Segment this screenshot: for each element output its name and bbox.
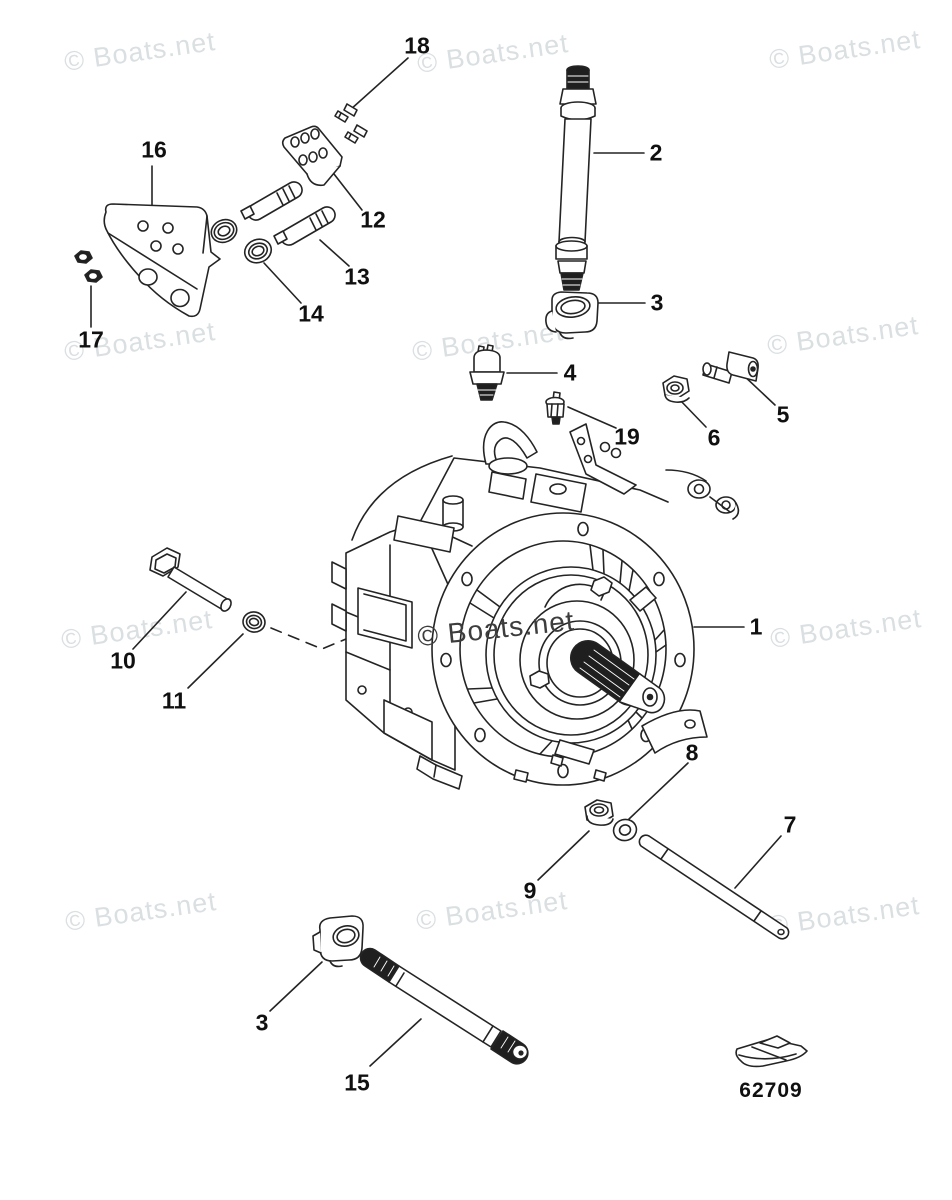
leader-15 [369, 1018, 422, 1067]
leader-8 [628, 762, 689, 820]
leader-6 [678, 398, 707, 428]
callout-2: 2 [649, 139, 663, 166]
callout-14: 14 [298, 300, 324, 327]
part-18-screws [334, 103, 368, 144]
callout-4: 4 [563, 359, 577, 386]
callout-12: 12 [360, 206, 386, 233]
leader-18 [349, 57, 409, 111]
part-10-bolt [149, 547, 232, 612]
boat-icon [735, 1035, 808, 1068]
callout-17: 17 [78, 326, 104, 353]
callout-5: 5 [776, 401, 790, 428]
part-15-shaft [359, 947, 529, 1065]
callout-13: 13 [344, 263, 370, 290]
callout-3-bottom: 3 [255, 1009, 269, 1036]
callout-6: 6 [707, 424, 721, 451]
part-8-washer [612, 818, 638, 842]
grommet-ring [210, 218, 238, 244]
part-4-sender [469, 344, 505, 401]
part-2-fill-tube [555, 65, 597, 291]
part-3-fitting-bottom [312, 915, 364, 968]
callout-15: 15 [344, 1069, 370, 1096]
part-13-pins [240, 181, 336, 246]
callout-18: 18 [404, 32, 430, 59]
callout-16: 16 [141, 136, 167, 163]
part-6-nut [662, 375, 690, 403]
part-14-washer [243, 238, 273, 264]
part-11-washer [242, 611, 266, 633]
part-16-bracket-plate [103, 203, 221, 318]
leader-14 [263, 262, 302, 304]
callout-10: 10 [110, 647, 136, 674]
callout-1: 1 [749, 613, 763, 640]
part-19-sender [545, 391, 565, 425]
leader-7 [734, 835, 782, 889]
callout-19: 19 [614, 423, 640, 450]
part-9-nut [584, 799, 614, 826]
leader-3-bottom [269, 961, 323, 1012]
part-3-fitting-top [545, 291, 599, 340]
leader-19 [567, 406, 617, 429]
part-17-locknuts [74, 250, 103, 283]
callout-7: 7 [783, 811, 797, 838]
leader-13 [319, 239, 350, 267]
leader-10 [132, 591, 187, 650]
callout-11: 11 [161, 687, 187, 714]
callout-8: 8 [685, 739, 699, 766]
diagram-number: 62709 [739, 1079, 803, 1102]
leader-11 [187, 633, 244, 689]
part-1-transmission-housing [331, 421, 740, 790]
callout-9: 9 [523, 877, 537, 904]
leader-9 [537, 830, 590, 881]
callout-3-top: 3 [650, 289, 664, 316]
leader-12 [333, 173, 363, 211]
part-7-stud [638, 834, 790, 940]
part-5-elbow-fitting [702, 351, 759, 384]
part-12-plate [281, 125, 343, 187]
